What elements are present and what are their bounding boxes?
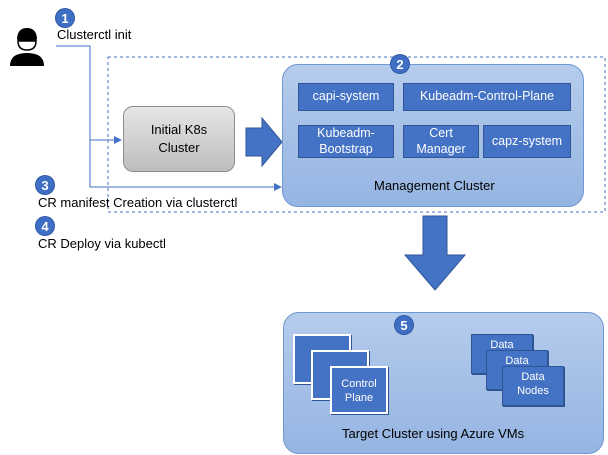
cert-manager-box: Cert Manager xyxy=(403,125,479,158)
management-boundary xyxy=(107,56,606,213)
capz-system-box: capz-system xyxy=(483,125,571,158)
init-connector xyxy=(56,45,122,144)
provision-arrow xyxy=(245,116,283,168)
initial-k8s-cluster: Initial K8s Cluster xyxy=(123,106,235,172)
target-cluster-label: Target Cluster using Azure VMs xyxy=(342,426,525,441)
step-3-badge: 3 xyxy=(36,176,54,194)
step-1-label: Clusterctl init xyxy=(57,27,132,42)
data-node-back-text: Data xyxy=(490,339,514,351)
data-nodes-line2: Nodes xyxy=(517,385,549,398)
control-plane-vm-front: Control Plane xyxy=(330,366,388,414)
control-plane-line1: Control xyxy=(341,378,377,390)
kubeadm-control-plane-box: Kubeadm-Control-Plane xyxy=(403,83,571,111)
bootstrap-line1: Kubeadm- xyxy=(317,125,375,140)
initial-cluster-line1: Initial K8s xyxy=(150,122,208,138)
initial-cluster-line2: Cluster xyxy=(158,140,200,155)
step-2-badge: 2 xyxy=(391,55,409,73)
user-icon xyxy=(8,26,46,66)
control-plane-line2: Plane xyxy=(344,392,374,405)
step-1-badge: 1 xyxy=(56,9,74,27)
management-cluster-label: Management Cluster xyxy=(374,178,495,193)
step-3-label: CR manifest Creation via clusterctl xyxy=(38,195,238,210)
step-4-badge: 4 xyxy=(36,217,54,235)
bootstrap-line2: Bootstrap xyxy=(319,141,373,156)
step-5-badge: 5 xyxy=(395,316,413,334)
cert-line1: Cert xyxy=(429,125,453,140)
data-node-vm-front: Data Nodes xyxy=(502,366,564,406)
step-4-label: CR Deploy via kubectl xyxy=(38,236,166,251)
deploy-arrow xyxy=(403,215,467,291)
cert-line2: Manager xyxy=(416,141,466,156)
data-node-middle-text: Data xyxy=(505,355,529,367)
manifest-connector xyxy=(89,140,282,191)
capi-system-box: capi-system xyxy=(298,83,394,111)
kubeadm-bootstrap-box: Kubeadm- Bootstrap xyxy=(298,125,394,158)
data-nodes-line1: Data xyxy=(521,371,545,383)
